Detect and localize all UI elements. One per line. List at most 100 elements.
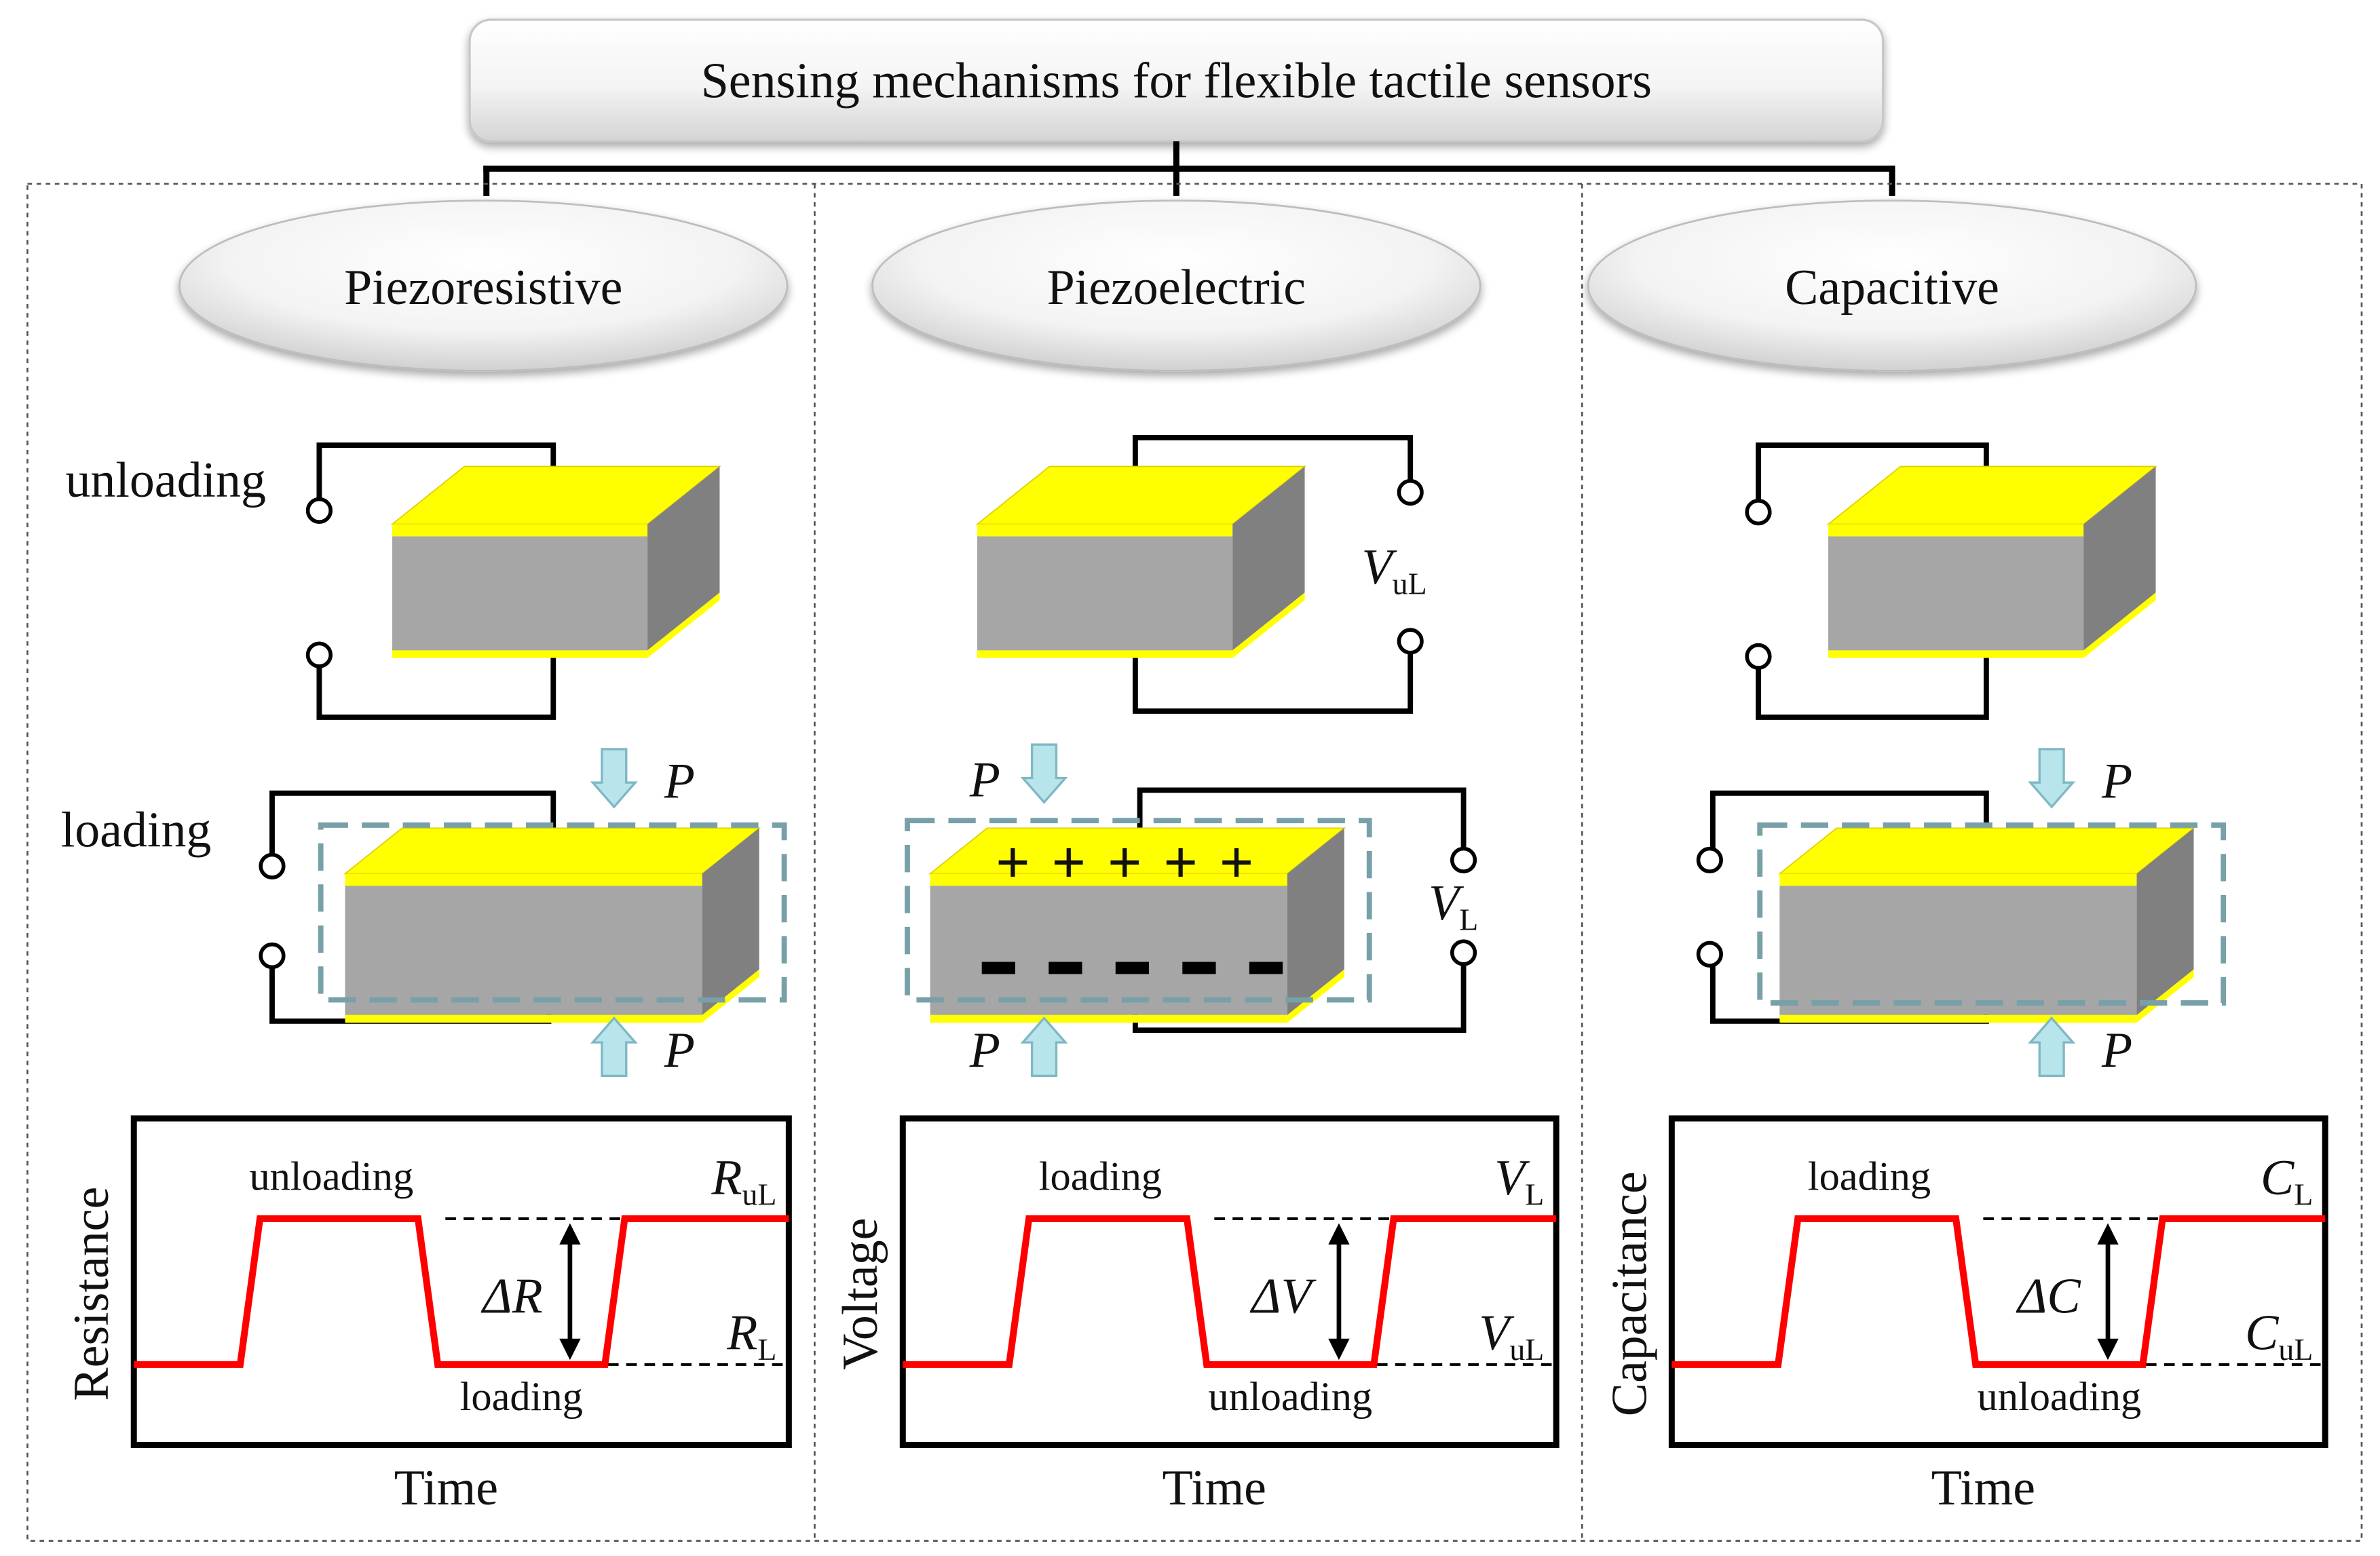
chart-low-value-label-symbol: R <box>726 1304 757 1360</box>
unloading-voltage-label-symbol: V <box>1362 539 1398 594</box>
chart-bottom-state: loading <box>460 1374 583 1420</box>
chart-frame <box>899 1115 1560 1449</box>
block-front-face <box>392 536 648 651</box>
sensor-block-loading <box>343 827 761 1023</box>
oval-capacitive: Capacitive <box>1587 200 2197 372</box>
title-box: Sensing mechanisms for flexible tactile … <box>468 18 1885 143</box>
chart-low-value-label-symbol: V <box>1479 1304 1515 1360</box>
negative-charge <box>1115 962 1150 974</box>
chart-high-value-label-symbol: R <box>711 1150 742 1205</box>
terminal-top <box>305 497 333 524</box>
bottom-electrode-side <box>2083 592 2156 658</box>
sensor-block-loading <box>928 827 1346 1023</box>
delta-arrow-head-down <box>2097 1338 2119 1361</box>
top-electrode-edge <box>1828 524 2084 537</box>
delta-arrow-head-up <box>1328 1223 1350 1245</box>
terminal-top <box>1745 499 1772 526</box>
mechanism-oval <box>871 200 1481 372</box>
delta-arrow-head-up <box>2097 1223 2119 1245</box>
negative-charge <box>1049 962 1082 974</box>
mechanism-oval <box>1587 200 2197 372</box>
unloading-circuit: VuL <box>975 434 1427 714</box>
chart-bottom-state: unloading <box>1977 1374 2141 1420</box>
pressure-bottom-label: P <box>2101 1022 2132 1078</box>
chart-high-value-label-subscript: L <box>2294 1177 2313 1212</box>
compression-outline <box>318 822 787 1003</box>
terminal-bottom <box>1696 941 1723 968</box>
pressure-arrow-top <box>1020 743 1068 804</box>
block-front-face <box>930 886 1287 1015</box>
block-front-face <box>1828 536 2084 651</box>
pressure-top-label: P <box>969 751 1000 807</box>
pressure-top-label: P <box>2101 753 2132 809</box>
negative-charge <box>1182 962 1216 974</box>
bottom-electrode-side <box>2136 969 2194 1023</box>
chart-frame <box>130 1115 792 1449</box>
block-side-face <box>1232 466 1305 651</box>
bottom-electrode <box>930 1014 1287 1023</box>
oval-piezoresistive: Piezoresistive <box>178 200 789 372</box>
pressure-top-label: P <box>664 753 695 809</box>
chart-x-axis-label: Time <box>1931 1460 2035 1515</box>
terminal-bottom <box>1745 643 1772 670</box>
top-electrode-edge <box>345 873 702 886</box>
terminal-bottom <box>305 641 333 668</box>
mechanism-name: Piezoelectric <box>1047 259 1306 315</box>
delta-arrow-head-down <box>559 1338 581 1361</box>
unloading-voltage-label: VuL <box>1362 539 1427 601</box>
chart-y-axis-label: Resistance <box>63 1187 119 1401</box>
chart-low-value-label: VuL <box>1479 1304 1544 1367</box>
chart-low-value-label-subscript: uL <box>2278 1332 2313 1367</box>
bottom-electrode <box>392 650 648 658</box>
terminal-bottom <box>1450 939 1477 966</box>
terminal-top <box>1450 846 1477 874</box>
loading-voltage-label-subscript: L <box>1459 902 1478 936</box>
pressure-bottom-label: P <box>969 1022 1000 1078</box>
chart-bottom-state: unloading <box>1208 1374 1372 1420</box>
tree-connector <box>483 141 1895 196</box>
chart-x-axis-label: Time <box>1163 1460 1266 1515</box>
terminal-bottom <box>259 942 286 970</box>
unloading-circuit: unloading <box>65 442 722 720</box>
wire-top <box>269 790 556 859</box>
negative-charge <box>981 962 1015 974</box>
bottom-electrode <box>977 650 1233 658</box>
wire-bottom <box>1132 653 1414 714</box>
chart-top-state: unloading <box>249 1154 413 1199</box>
block-side-face <box>2083 466 2156 651</box>
chart-high-value-label: RuL <box>711 1150 776 1212</box>
wire-top <box>1710 790 1989 854</box>
terminal-top <box>1397 478 1424 506</box>
wire-bottom <box>1756 656 1989 720</box>
top-electrode-edge <box>1779 873 2137 886</box>
mechanism-oval <box>178 200 789 372</box>
panel-frame <box>26 183 2363 1542</box>
chart-delta-label: ΔV <box>1249 1268 1317 1324</box>
block-side-face <box>702 828 759 1015</box>
signal-trace <box>1671 1215 2326 1368</box>
sensor-block-loading <box>1777 827 2196 1023</box>
delta-arrow-head-up <box>559 1223 581 1245</box>
terminal-top <box>259 852 286 879</box>
compression-outline <box>1757 822 2227 1006</box>
bottom-electrode <box>1779 1014 2137 1023</box>
chart-high-value-label-symbol: V <box>1494 1150 1530 1205</box>
bottom-electrode <box>345 1014 702 1023</box>
top-electrode <box>1777 827 2196 875</box>
sensor-block-unloading <box>1826 466 2158 658</box>
panel-capacitive: CapacitivePPloadingunloadingΔCCLCuLTimeC… <box>1587 200 2328 1515</box>
signal-trace <box>134 1215 789 1368</box>
chart-delta-label: ΔR <box>480 1268 542 1324</box>
block-side-face <box>1287 828 1344 1015</box>
mechanism-name: Capacitive <box>1785 259 1999 315</box>
bottom-electrode-side <box>702 969 759 1023</box>
chart-low-value-label: CuL <box>2245 1304 2313 1367</box>
chart-frame <box>1668 1115 2328 1449</box>
compression-outline <box>905 818 1372 1003</box>
unloading-circuit <box>1745 442 2158 720</box>
signal-trace <box>903 1215 1557 1368</box>
chart-x-axis-label: Time <box>394 1460 498 1515</box>
